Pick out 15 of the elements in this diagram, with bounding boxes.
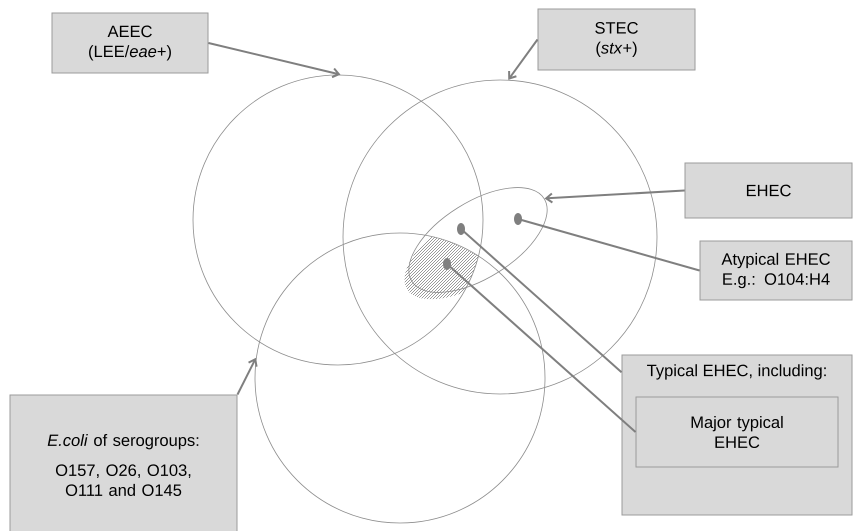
- label-box: E.coli of serogroups: O157, O26, O103, O111 and O145: [10, 394, 238, 531]
- label-box: Major typical EHEC: [636, 396, 838, 468]
- label-box: STEC (stx+): [538, 8, 696, 70]
- label-box: AEEC (LEE/eae+): [52, 12, 208, 74]
- dot: [443, 258, 451, 270]
- arrow: [208, 42, 341, 78]
- dot: [457, 223, 465, 235]
- dot: [514, 213, 522, 225]
- label-box: Atypical EHEC E.g.: O104:H4: [700, 240, 852, 300]
- label-box: EHEC: [684, 162, 852, 218]
- arrow: [544, 190, 685, 204]
- circle: [192, 74, 484, 366]
- circle: [254, 232, 546, 524]
- arrow: [508, 38, 538, 80]
- arrow: [236, 358, 258, 395]
